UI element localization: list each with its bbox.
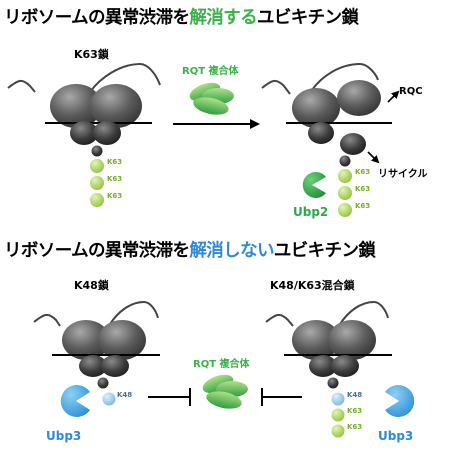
recycle-arrow <box>367 151 380 164</box>
ribosome-large-subunit <box>292 88 340 128</box>
mrna-strand <box>7 80 36 93</box>
recycle-label: リサイクル <box>378 168 428 180</box>
mrna-strand <box>311 62 379 91</box>
ubiquitin <box>331 424 345 438</box>
ubp3-label: Ubp3 <box>378 429 413 443</box>
ubp2-label: Ubp2 <box>293 205 328 219</box>
rqt-complex-bottom: RQT 複合体 <box>193 357 251 409</box>
top-left-ribosome: K63 K63 K63 K63鎖 <box>7 47 161 207</box>
mrna-strand <box>339 300 389 325</box>
ubp3-enzyme <box>60 384 90 417</box>
ubp3-enzyme <box>385 385 415 417</box>
ribosome-large-subunit <box>50 84 102 128</box>
ribosome-large-subunit <box>292 320 340 360</box>
mrna-strand <box>261 80 291 95</box>
mrna-strand <box>89 62 161 93</box>
ubiquitin <box>338 186 352 200</box>
ribosome-small-subunit <box>70 121 98 145</box>
ribosome-small-subunit <box>308 122 334 144</box>
chain-label: K48/K63混合鎖 <box>270 278 356 292</box>
ribosome-small-subunit <box>93 121 121 145</box>
bottom-title-pre: リボソームの異常渋滞を <box>4 241 190 261</box>
ubiquitin <box>331 392 345 406</box>
ubiquitin <box>90 159 104 173</box>
rqt-subunit <box>193 97 229 115</box>
mrna-strand <box>109 300 159 325</box>
ubp2-enzyme <box>302 172 326 198</box>
rqt-label: RQT 複合体 <box>193 357 251 370</box>
chain-label: K48鎖 <box>74 278 110 292</box>
top-right-ribosome: RQC リサイクル K63 K63 K63 Ubp2 <box>261 62 428 219</box>
ubiquitin <box>102 392 116 406</box>
ubiquitin <box>90 193 104 207</box>
bottom-title-post: ユビキチン鎖 <box>273 241 376 261</box>
ubp3-label: Ubp3 <box>46 429 81 443</box>
top-title-highlight: 解消する <box>189 8 257 28</box>
bottom-left-ribosome: K48鎖 K48 Ubp3 <box>33 278 160 443</box>
linkage-label: K63 <box>347 407 362 415</box>
rqt-label: RQT 複合体 <box>182 64 240 77</box>
ubiquitin <box>338 203 352 217</box>
linkage-label: K48 <box>117 391 132 399</box>
mrna-strand <box>265 314 294 327</box>
mrna-strand <box>33 314 61 327</box>
ribosome-small-subunit <box>331 355 359 377</box>
ubiquitin <box>338 169 352 183</box>
top-title: リボソームの異常渋滞を解消するユビキチン鎖 <box>4 4 359 29</box>
top-title-post: ユビキチン鎖 <box>256 8 359 28</box>
ribosome-large-subunit <box>90 84 142 128</box>
linkage-label: K63 <box>355 202 370 210</box>
top-title-pre: リボソームの異常渋滞を <box>4 8 190 28</box>
chain-label: K63鎖 <box>74 47 110 61</box>
ribosome-large-subunit <box>98 320 146 360</box>
ribosome-small-subunit <box>101 355 129 377</box>
ubiquitin-anchor <box>97 377 109 389</box>
rqc-label: RQC <box>399 86 423 97</box>
linkage-label: K63 <box>107 192 122 200</box>
linkage-label: K63 <box>355 168 370 176</box>
rqt-complex-top: RQT 複合体 <box>182 64 240 115</box>
rqt-subunit <box>206 391 242 409</box>
ribosome-large-subunit-released <box>337 80 381 116</box>
bottom-right-ribosome: K48/K63混合鎖 K48 K63 K63 Ubp3 <box>265 278 415 443</box>
rqc-arrow <box>387 90 400 103</box>
linkage-label: K63 <box>347 423 362 431</box>
linkage-label: K48 <box>347 391 362 399</box>
ribosome-small-subunit <box>79 355 107 377</box>
ribosome-small-subunit-released <box>340 133 366 155</box>
ubiquitin-anchor <box>327 377 339 389</box>
ubiquitin-anchor <box>91 145 103 157</box>
ribosome-small-subunit <box>309 355 337 377</box>
linkage-label: K63 <box>107 158 122 166</box>
bottom-title-highlight: 解消しない <box>189 241 274 261</box>
linkage-label: K63 <box>355 185 370 193</box>
ribosome-large-subunit <box>328 320 376 360</box>
ubiquitin-anchor <box>339 155 351 167</box>
ribosome-large-subunit <box>62 320 110 360</box>
bottom-title: リボソームの異常渋滞を解消しないユビキチン鎖 <box>4 237 376 262</box>
linkage-label: K63 <box>107 175 122 183</box>
ubiquitin <box>331 408 345 422</box>
ubiquitin <box>90 176 104 190</box>
